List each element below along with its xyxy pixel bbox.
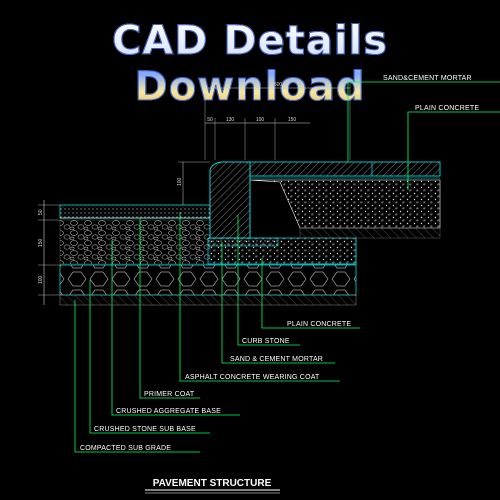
callout-compacted-sub-grade: COMPACTED SUB GRADE	[80, 445, 171, 452]
callout-crushed-stone-sub-base: CRUSHED STONE SUB BASE	[94, 426, 196, 433]
sidewalk-paving	[249, 161, 441, 177]
top-dimensions: 500 50 130 100 150	[204, 82, 351, 160]
callout-sand-cement-mortar-top: SAND&CEMENT MORTAR	[383, 75, 472, 82]
callout-plain-concrete-top: PLAIN CONCRETE	[415, 105, 479, 112]
callout-curb-stone: CURB STONE	[242, 338, 290, 345]
bottom-callout-labels: PLAIN CONCRETE CURB STONE SAND & CEMENT …	[80, 321, 351, 452]
curb-stone	[209, 161, 251, 239]
callout-asphalt-wearing-coat: ASPHALT CONCRETE WEARING COAT	[185, 374, 320, 381]
crushed-stone-sub-base-layer	[59, 264, 357, 296]
asphalt-wearing-coat-layer	[59, 204, 211, 219]
dim-top-3: 100	[256, 117, 265, 123]
drawing-title-block: PAVEMENT STRUCTURE	[145, 478, 280, 494]
bottom-callouts	[74, 212, 360, 453]
dim-left-3: 100	[38, 275, 44, 284]
right-callouts: SAND&CEMENT MORTAR PLAIN CONCRETE	[347, 75, 500, 190]
drawing-title: PAVEMENT STRUCTURE	[153, 478, 272, 489]
compacted-sub-grade-layer	[59, 294, 357, 306]
banner-title: CAD Details Download	[0, 18, 500, 111]
road-layers	[59, 204, 357, 306]
dim-left-2: 150	[38, 238, 44, 247]
callout-primer-coat: PRIMER COAT	[144, 391, 195, 398]
left-dimensions: 50 150 100 100	[38, 161, 210, 305]
dim-left-1: 50	[38, 209, 44, 215]
dim-top-total: 500	[274, 82, 283, 88]
callout-plain-concrete: PLAIN CONCRETE	[287, 321, 351, 328]
mortar-strip	[207, 237, 279, 247]
callout-sand-cement-mortar: SAND & CEMENT MORTAR	[230, 356, 323, 363]
dim-top-2: 130	[226, 117, 235, 123]
curb-and-sidewalk	[207, 161, 441, 265]
sidewalk-concrete	[249, 179, 441, 229]
dim-top-4: 150	[288, 117, 297, 123]
crushed-aggregate-base-layer	[59, 219, 211, 265]
dim-curb: 100	[177, 177, 183, 186]
callout-crushed-aggregate-base: CRUSHED AGGREGATE BASE	[116, 408, 221, 415]
dim-top-1: 50	[207, 117, 213, 123]
